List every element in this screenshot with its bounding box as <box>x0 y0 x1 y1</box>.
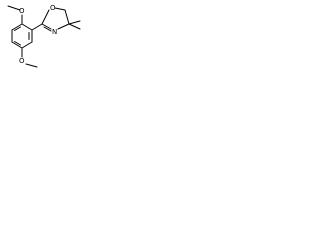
molecule-structure: O O O N <box>7 4 81 68</box>
bond-ring-inner-3 <box>14 26 21 31</box>
bond-c2-to-nitrogen-double <box>43 26 52 32</box>
bond-quaternary-carbon-methyl-1 <box>68 20 81 25</box>
bond-ring-6 <box>11 23 23 31</box>
atom-label-methoxy-top-oxygen: O <box>19 7 25 15</box>
bond-c2-to-oxygen <box>41 9 50 25</box>
bond-oxygen-to-ch2 <box>54 7 66 11</box>
oxazoline-ring <box>41 7 81 32</box>
bond-top-oxygen-to-methyl <box>7 5 21 11</box>
bond-quaternary-carbon-methyl-2 <box>68 23 81 30</box>
bond-quaternary-carbon-to-nitrogen <box>57 23 70 30</box>
bond-ring-1 <box>21 23 33 31</box>
atom-label-methoxy-bottom-oxygen: O <box>19 57 25 65</box>
methoxy-groups <box>7 5 38 68</box>
benzene-ring <box>11 23 33 49</box>
atom-label-ring-oxygen: O <box>50 4 56 12</box>
atom-label-ring-nitrogen: N <box>52 28 57 36</box>
bond-ring-to-oxazoline <box>31 23 43 31</box>
bond-ring-3 <box>21 41 33 49</box>
bond-ring-inner-2 <box>14 41 21 46</box>
bond-c2-to-nitrogen-single <box>41 23 52 30</box>
bond-ring-4 <box>11 41 23 49</box>
bond-ch2-to-quaternary-carbon <box>64 9 70 25</box>
bond-bottom-oxygen-to-methyl <box>25 63 38 68</box>
